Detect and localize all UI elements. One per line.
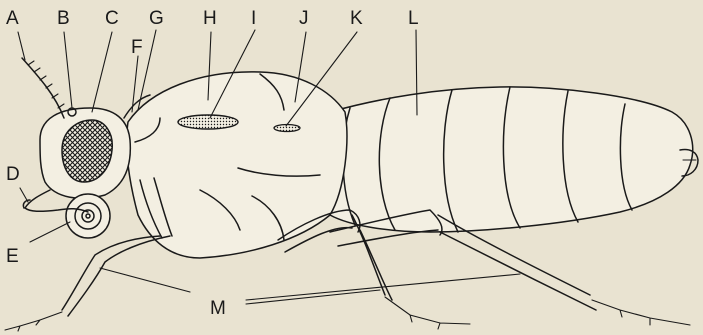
spiracle-spot-1 (178, 115, 238, 129)
abdomen (330, 87, 698, 232)
label-D: D (6, 164, 20, 185)
label-G: G (149, 8, 164, 29)
label-L: L (408, 8, 419, 29)
label-A: A (6, 8, 19, 29)
antenna (22, 58, 64, 118)
label-I: I (251, 8, 256, 29)
label-M: M (210, 298, 226, 319)
head (40, 108, 130, 238)
label-B: B (57, 8, 70, 29)
label-E: E (6, 246, 19, 267)
label-C: C (105, 8, 119, 29)
label-K: K (350, 8, 363, 29)
label-F: F (131, 37, 143, 58)
label-H: H (203, 8, 217, 29)
label-J: J (299, 8, 309, 29)
